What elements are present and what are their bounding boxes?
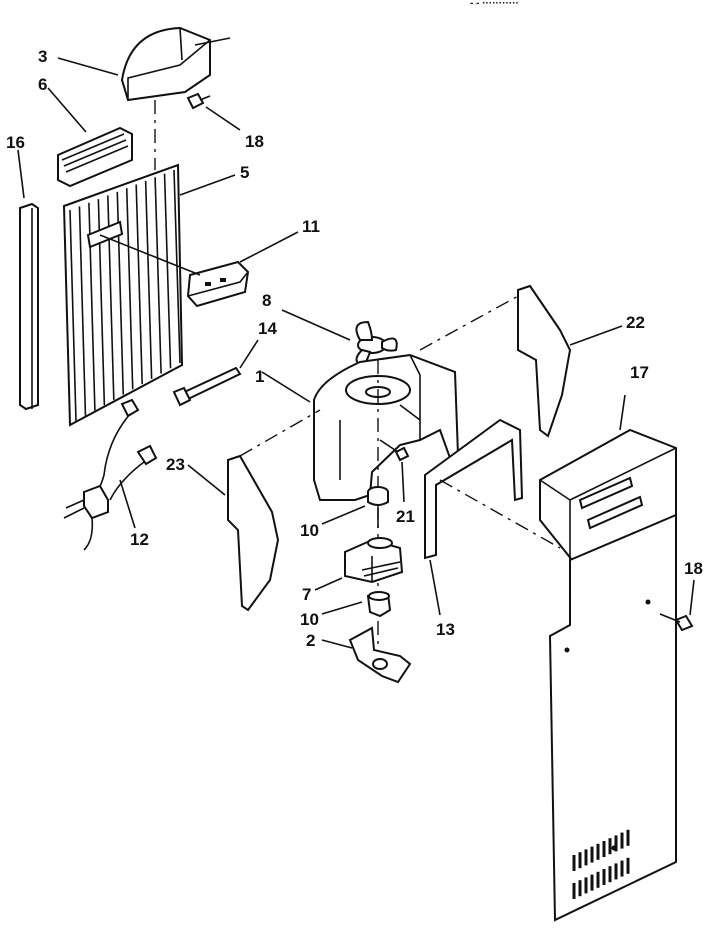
- centerline-23: [239, 409, 321, 457]
- part-6-louver: [57, 126, 133, 188]
- leader-14: [239, 339, 259, 369]
- leader-11-internal: [99, 234, 201, 276]
- callout-16: 16: [6, 133, 25, 152]
- part-14-tie: [172, 366, 242, 407]
- part-18-screw-top: [186, 92, 211, 110]
- panel-rib: [78, 206, 87, 416]
- callout-13: 13: [436, 620, 455, 639]
- panel-rib: [144, 180, 153, 379]
- leader-18a: [205, 106, 241, 131]
- leader-18b: [689, 579, 695, 616]
- leader-10a: [321, 505, 366, 525]
- part-17-air-tower: [539, 428, 677, 922]
- callout-10: 10: [300, 610, 319, 629]
- panel-rib: [69, 209, 77, 422]
- part-12-wiring-harness: [63, 398, 158, 551]
- leader-22: [569, 325, 623, 346]
- part-5-evaporator-cover: [62, 163, 184, 427]
- leader-8: [281, 309, 351, 341]
- callout-18: 18: [684, 559, 703, 578]
- callout-17: 17: [630, 363, 649, 382]
- callout-12: 12: [130, 530, 149, 549]
- leader-17: [619, 394, 626, 431]
- leader-10b: [321, 601, 363, 615]
- part-22-right-baffle: [517, 284, 572, 438]
- part-16-strip: [19, 202, 39, 411]
- leader-7: [314, 577, 343, 591]
- callout-7: 7: [302, 585, 311, 604]
- panel-rib: [135, 184, 143, 385]
- part-21-screw: [379, 439, 410, 462]
- part-18-screw-right: [659, 613, 694, 632]
- part-10-grommet-top: [367, 486, 389, 528]
- part-23-left-baffle: [227, 454, 280, 612]
- leader-6: [47, 87, 87, 133]
- callout-6: 6: [38, 75, 47, 94]
- leader-16: [17, 149, 25, 199]
- part-13-gasket: [424, 418, 524, 560]
- panel-rib: [154, 177, 162, 374]
- part-10-grommet-bottom: [366, 591, 392, 618]
- panel-rib: [163, 173, 172, 369]
- part-2-motor-bracket: [348, 626, 412, 684]
- callout-2: 2: [306, 631, 315, 650]
- part-7-fan-motor: [344, 537, 404, 584]
- leader-12: [119, 479, 136, 529]
- callout-11: 11: [302, 217, 320, 236]
- leader-11: [239, 231, 299, 263]
- centerline-17: [439, 479, 561, 549]
- callout-23: 23: [166, 455, 185, 474]
- header-marks: - - ···········: [470, 0, 519, 9]
- callout-14: 14: [258, 319, 277, 338]
- callout-18: 18: [245, 132, 264, 151]
- callout-10: 10: [300, 521, 319, 540]
- callout-1: 1: [255, 367, 264, 386]
- panel-rib: [125, 188, 134, 390]
- callout-21: 21: [396, 507, 415, 526]
- leader-1: [261, 371, 311, 403]
- leader-21: [401, 461, 405, 503]
- callout-3: 3: [38, 47, 47, 66]
- leader-5: [179, 174, 236, 196]
- leader-3: [57, 57, 119, 76]
- leader-2: [321, 639, 353, 649]
- callout-22: 22: [626, 313, 645, 332]
- part-11-bracket: [186, 260, 250, 308]
- part-3-air-duct: [120, 26, 231, 102]
- callout-5: 5: [240, 163, 249, 182]
- callout-8: 8: [262, 291, 271, 310]
- leader-13: [429, 559, 441, 616]
- leader-23: [187, 464, 226, 496]
- centerline-22: [419, 294, 521, 351]
